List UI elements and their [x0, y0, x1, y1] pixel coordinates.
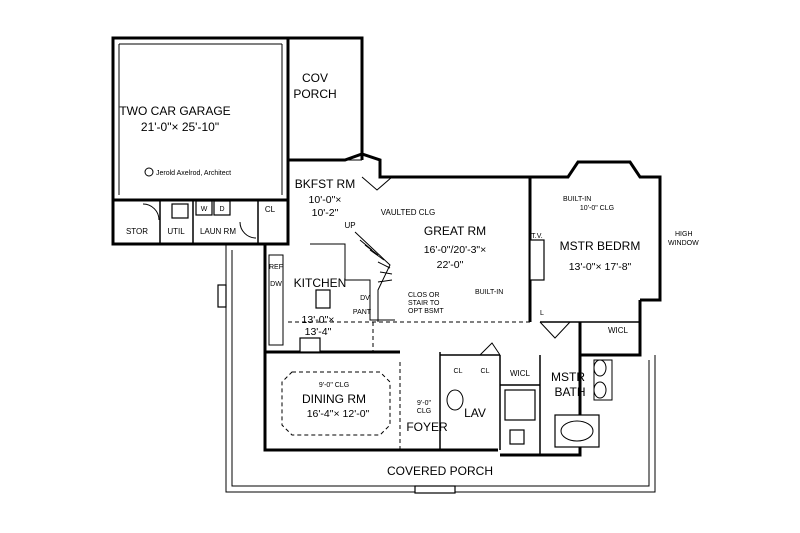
great-name: GREAT RM	[424, 224, 486, 238]
laun-label: LAUN RM	[200, 227, 236, 236]
kitchen-name: KITCHEN	[294, 276, 347, 290]
bedrm-dims: 13'-0"× 17'-8"	[569, 261, 632, 273]
utility-walls	[111, 200, 288, 246]
stairs	[310, 231, 395, 322]
wicl-bedroom-label: WICL	[608, 326, 629, 335]
dv-label: DV	[360, 295, 370, 302]
up-label: UP	[344, 221, 355, 230]
fireplace	[529, 239, 545, 281]
cl1-label: CL	[454, 368, 463, 375]
stor-label: STOR	[126, 227, 148, 236]
kitchen-fixtures	[268, 254, 530, 353]
dryer-label: D	[219, 206, 224, 213]
covered-porch-outline	[217, 244, 656, 494]
tv-label: T.V.	[531, 233, 542, 240]
washer-label: W	[201, 206, 208, 213]
clos-line1: CLOS OR	[408, 292, 440, 299]
wicl-bath-label: WICL	[510, 369, 531, 378]
foyer-clg2: CLG	[417, 408, 431, 415]
l-label: L	[540, 310, 544, 317]
laun-cl-label: CL	[265, 205, 276, 214]
mstr-bath-line2: BATH	[554, 385, 585, 399]
bkfst-name: BKFST RM	[295, 177, 355, 191]
dw-label: DW	[270, 281, 282, 288]
foyer-clg1: 9'-0"	[417, 400, 431, 407]
covered-porch-label: COVERED PORCH	[387, 464, 493, 478]
dining-name: DINING RM	[302, 392, 366, 406]
great-dims1: 16'-0"/20'-3"×	[424, 244, 487, 256]
bath-fixtures	[446, 359, 613, 448]
high-window-line1: HIGH	[675, 231, 693, 238]
kitchen-dims1: 13'-0"×	[302, 314, 335, 326]
pant-label: PANT	[353, 309, 372, 316]
clos-line2: STAIR TO	[408, 300, 440, 307]
foyer-name: FOYER	[406, 420, 448, 434]
dining-dims: 16'-4"× 12'-0"	[307, 408, 370, 420]
cl2-label: CL	[481, 368, 490, 375]
kitchen-dims2: 13'-4"	[305, 326, 332, 338]
garage-dims: 21'-0"× 25'-10"	[141, 120, 219, 134]
great-dims2: 22'-0"	[437, 259, 464, 271]
garage-name: TWO CAR GARAGE	[119, 104, 230, 118]
cov-porch-line2: PORCH	[293, 87, 336, 101]
high-window-line2: WINDOW	[668, 240, 699, 247]
doors	[361, 176, 571, 356]
util-label: UTIL	[167, 227, 185, 236]
dining-clg: 9'-0" CLG	[319, 382, 349, 389]
bedrm-name: MSTR BEDRM	[560, 239, 641, 253]
lav-label: LAV	[464, 406, 486, 420]
clos-line3: OPT BSMT	[408, 308, 444, 315]
dining-ceiling	[281, 362, 401, 450]
architect-credit: Jerold Axelrod, Architect	[156, 170, 231, 177]
house-walls	[263, 152, 662, 457]
cov-porch-line1: COV	[302, 71, 328, 85]
bkfst-dims2: 10'-2"	[312, 207, 339, 219]
vaulted-label: VAULTED CLG	[381, 208, 435, 217]
bkfst-dims1: 10'-0"×	[309, 194, 342, 206]
ref-label: REF	[269, 264, 283, 271]
copyright-icon	[144, 167, 154, 177]
bedrm-clg: 10'-0" CLG	[580, 205, 614, 212]
built-in-top: BUILT-IN	[563, 196, 591, 203]
mstr-bath-line1: MSTR	[551, 370, 585, 384]
built-in-bottom: BUILT-IN	[475, 289, 503, 296]
